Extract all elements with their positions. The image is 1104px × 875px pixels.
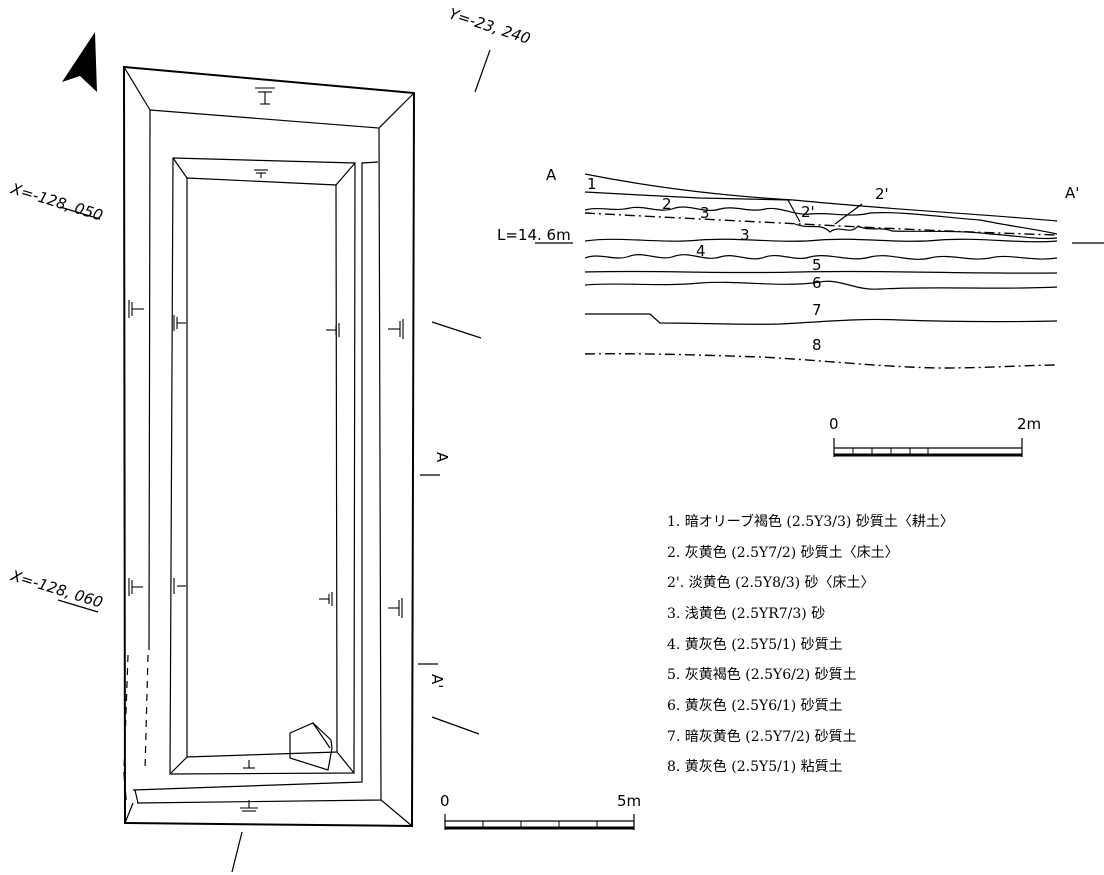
pit-slope-edge [136, 109, 382, 804]
ground-surface [584, 173, 1058, 222]
plan-scale-max: 5m [617, 792, 641, 810]
layer-label-2: 2 [662, 195, 672, 213]
pit-inner-outline [169, 157, 356, 775]
legend-item: 3. 浅黄色 (2.5YR7/3) 砂 [667, 605, 825, 622]
layer-label-3-upper: 3 [700, 204, 710, 222]
pit-dashed-edge-inner [144, 654, 149, 771]
plan-section-start-label: A [433, 452, 451, 463]
x-coordinate-label-upper: X=-128, 050 [8, 179, 105, 224]
legend-item: 7. 暗灰黄色 (2.5Y7/2) 砂質土 [667, 728, 857, 745]
x-grid-line-lower [57, 599, 99, 613]
layer-label-8: 8 [812, 336, 822, 354]
legend-item: 2'. 淡黄色 (2.5Y8/3) 砂〈床土〉 [667, 574, 875, 591]
section-end-label: A' [1065, 184, 1079, 202]
x-grid-line-upper [59, 206, 101, 220]
legend-item: 5. 灰黄褐色 (2.5Y6/2) 砂質土 [667, 666, 857, 683]
y-coordinate-label: Y=-23, 240 [447, 5, 533, 48]
layer-4-boundary [584, 254, 1058, 260]
corner-feature [289, 722, 333, 771]
legend-item: 8. 黄灰色 (2.5Y5/1) 粘質土 [667, 758, 843, 775]
legend-item: 2. 灰黄色 (2.5Y7/2) 砂質土〈床土〉 [667, 544, 899, 561]
layer-label-6: 6 [812, 274, 822, 292]
layer-2-boundary [584, 206, 1058, 235]
section-scale-min: 0 [829, 415, 839, 433]
layer-3-lower-boundary [584, 238, 1058, 243]
level-marks [128, 87, 404, 812]
plan-section-end-label: A' [428, 674, 446, 688]
layer-label-7: 7 [812, 301, 822, 319]
layer-7-boundary [585, 313, 1058, 325]
plan-view: A A' Y=-23, 240 X=-128, 050 X=-128, 060 [8, 5, 533, 873]
layer-2prime-boundary [794, 223, 1058, 240]
legend-item: 1. 暗オリーブ褐色 (2.5Y3/3) 砂質土〈耕土〉 [667, 513, 954, 530]
section-start-label: A [546, 166, 557, 184]
y-grid-line [474, 49, 491, 93]
layer-3-dashdot-line [584, 212, 1058, 236]
section-level-label: L=14. 6m [497, 226, 571, 244]
legend-item: 6. 黄灰色 (2.5Y6/1) 砂質土 [667, 697, 843, 714]
section-view: A A' L=14. 6m 1 2 3 2' 2' 3 4 5 6 7 8 [497, 166, 1104, 369]
section-scale-bar: 0 2m [829, 415, 1041, 457]
layer-label-2prime-a: 2' [801, 203, 815, 221]
layer-label-1: 1 [587, 175, 597, 193]
section-tick-south [431, 716, 480, 735]
pit-inner-floor [186, 177, 338, 758]
layer-label-3: 3 [740, 226, 750, 244]
plan-scale-bar: 0 5m [440, 792, 641, 830]
layer-label-2prime-b: 2' [875, 185, 889, 203]
section-scale-max: 2m [1017, 415, 1041, 433]
layer-label-4: 4 [696, 242, 706, 260]
section-tick-north [431, 321, 482, 339]
pit-dashed-edge [123, 654, 129, 771]
layer-8-dashdot-line [584, 353, 1058, 369]
layer-label-5: 5 [812, 256, 822, 274]
north-arrow-icon [62, 32, 97, 92]
plan-scale-min: 0 [440, 792, 450, 810]
layer-5-boundary [584, 270, 1058, 274]
legend-item: 4. 黄灰色 (2.5Y5/1) 砂質土 [667, 636, 843, 653]
x-coordinate-label-lower: X=-128, 060 [8, 566, 105, 611]
layer-6-boundary [584, 280, 1058, 290]
layer-legend: 1. 暗オリーブ褐色 (2.5Y3/3) 砂質土〈耕土〉 2. 灰黄色 (2.5… [667, 513, 954, 775]
grid-tick-bottom [231, 831, 243, 873]
pit-outer-outline [122, 65, 416, 828]
